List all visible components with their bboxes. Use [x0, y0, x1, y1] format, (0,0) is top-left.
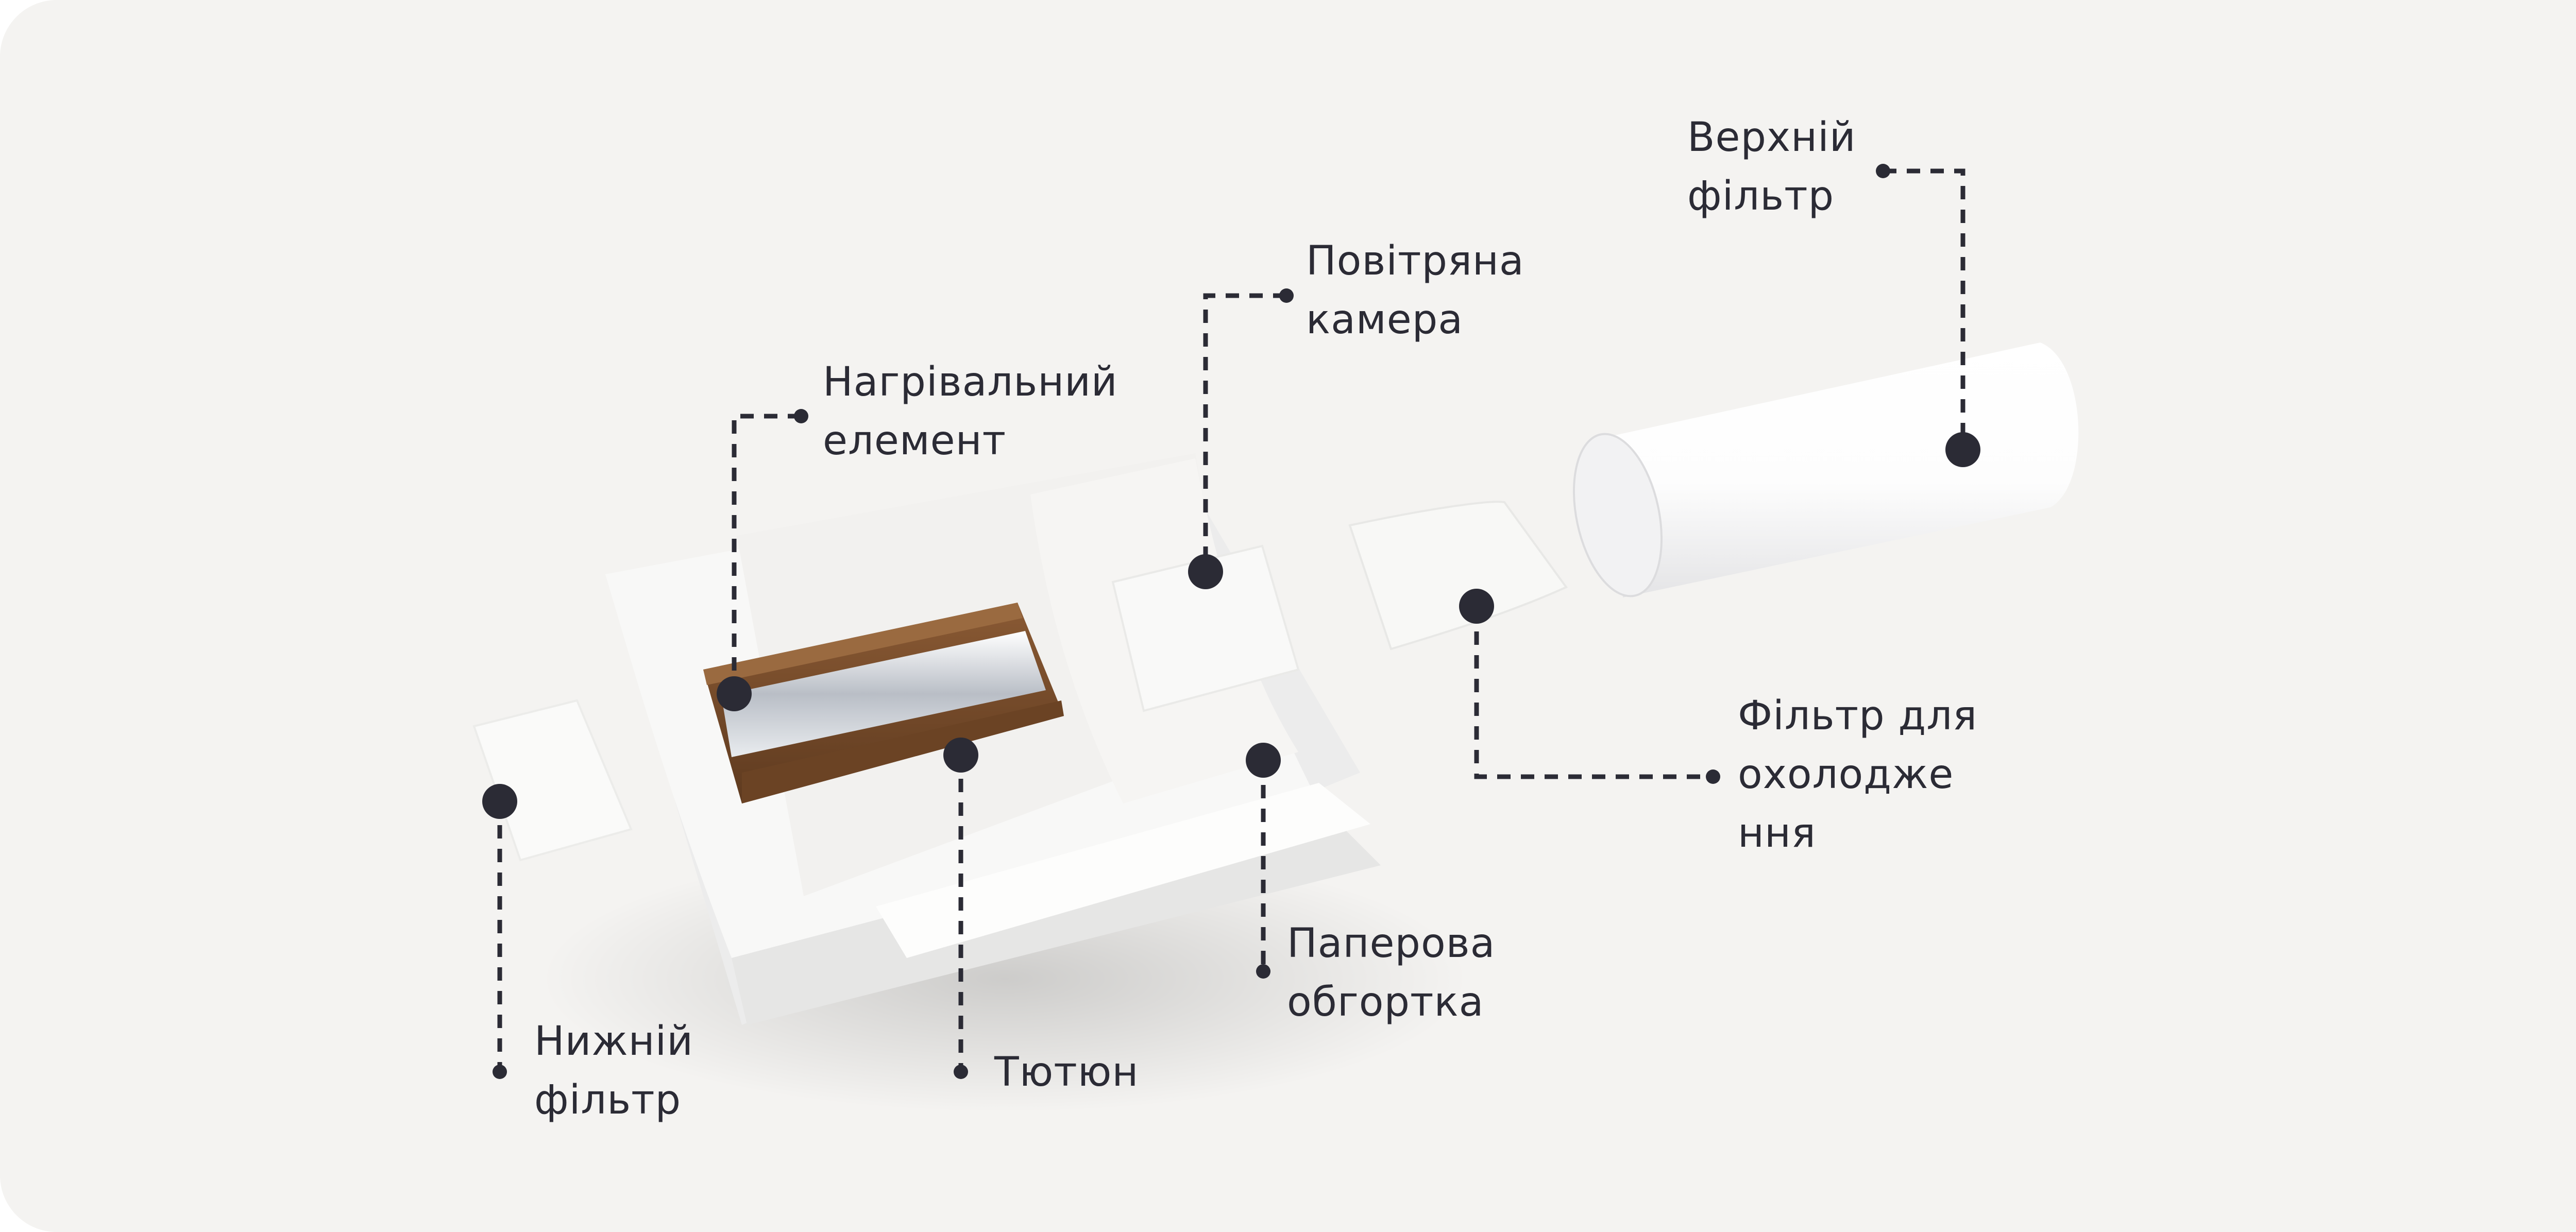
marker-air-chamber	[1188, 554, 1223, 589]
label-heating-element: Нагрівальний елемент	[823, 359, 1118, 464]
leader-air-chamber	[1203, 293, 1286, 571]
leader-lines	[497, 168, 1965, 1072]
dot-top-filter	[1876, 164, 1890, 178]
markers	[482, 164, 1980, 1079]
marker-heating-element	[717, 676, 752, 711]
dot-heating-element	[794, 409, 808, 423]
top-filter-tube	[1572, 343, 2079, 597]
marker-tobacco	[943, 738, 978, 773]
dot-paper-wrap	[1256, 964, 1270, 979]
marker-top-filter	[1945, 432, 1980, 467]
label-tobacco: Тютюн	[994, 1049, 1139, 1096]
label-bottom-filter: Нижній фільтр	[534, 1018, 693, 1123]
label-top-filter: Верхній фільтр	[1687, 114, 1856, 219]
leader-top-filter	[1883, 168, 1965, 448]
label-cooling-filter: Фільтр для охолодже ння	[1738, 693, 1978, 857]
marker-paper-wrap	[1246, 743, 1281, 778]
marker-cooling-filter	[1459, 589, 1494, 624]
marker-bottom-filter	[482, 784, 517, 819]
dot-bottom-filter	[493, 1065, 507, 1079]
dot-tobacco	[954, 1065, 968, 1079]
dot-cooling-filter	[1706, 769, 1720, 784]
cooling-filter-piece	[1348, 501, 1568, 651]
label-air-chamber: Повітряна камера	[1306, 238, 1524, 343]
tobacco-block	[703, 603, 1064, 803]
label-paper-wrap: Паперова обгортка	[1287, 920, 1496, 1025]
leader-cooling-filter	[1474, 608, 1713, 779]
dot-air-chamber	[1279, 288, 1294, 303]
